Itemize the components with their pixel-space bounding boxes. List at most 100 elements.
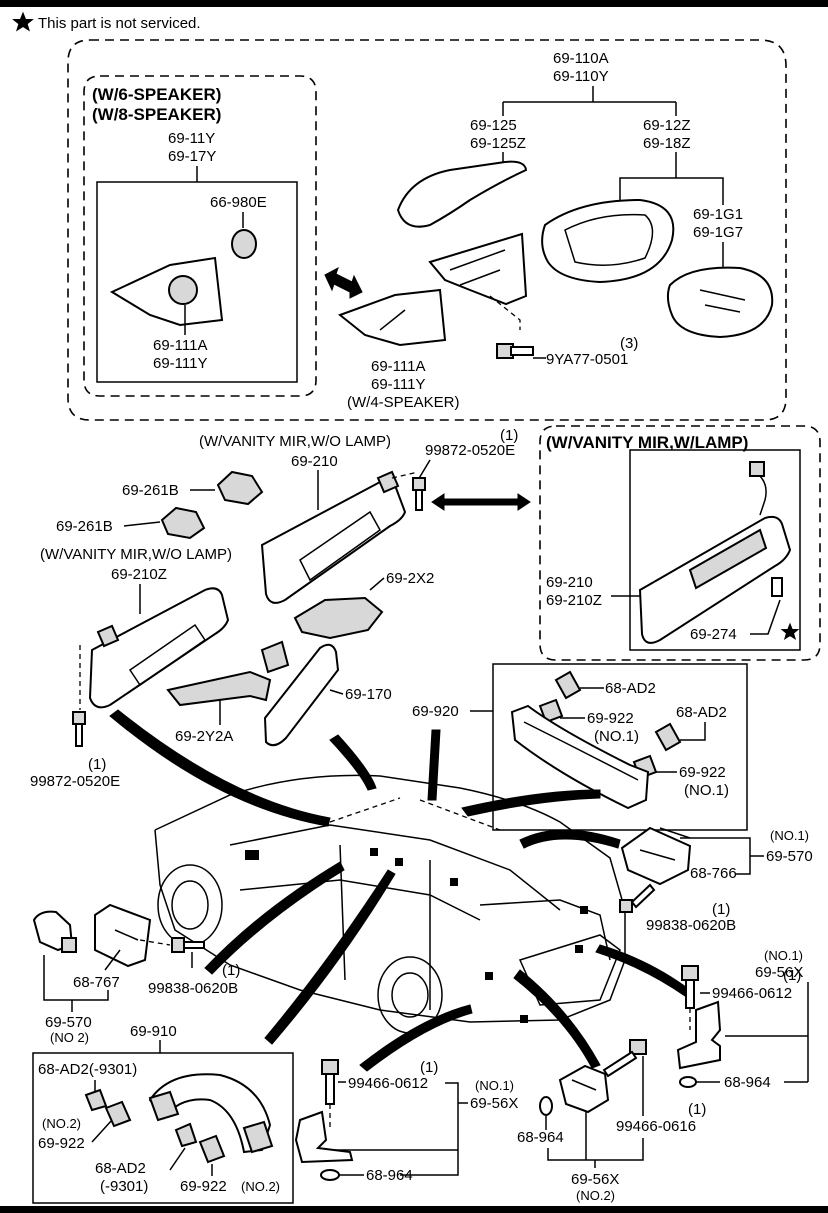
label-visor-c: 69-210 [546, 574, 593, 591]
leader-grip2 [264, 869, 396, 1045]
garnish-4spk [337, 288, 447, 347]
leader-grip-a [427, 729, 441, 801]
label-speaker-variant-6: (W/6-SPEAKER) [92, 85, 221, 104]
garnish-6spk [109, 256, 224, 327]
top-border [0, 0, 828, 7]
label-mount-cover: 69-2X2 [386, 570, 434, 587]
leader-grip-assy [461, 789, 601, 817]
rearview-mirror [263, 643, 340, 747]
screw-b-shank [75, 723, 83, 747]
label-speaker-variant-4: (W/4-SPEAKER) [347, 394, 460, 411]
bracket-b [294, 1110, 354, 1164]
bracket-a [676, 1000, 722, 1070]
leader-rearview [329, 734, 377, 791]
label-screw-qty-b: (1) [88, 756, 106, 773]
label-holder-b: 69-261B [56, 518, 113, 535]
label-inner-y: 69-111Y [153, 355, 208, 372]
bolt-a-head [681, 965, 699, 981]
rearview-mount [260, 640, 290, 674]
label-motor-a: 69-12Z [643, 117, 691, 134]
label-inner2-y: 69-111Y [371, 376, 426, 393]
label-grip2: 69-910 [130, 1023, 177, 1040]
label-screw-qty-d: (1) [222, 962, 240, 979]
label-glass-b: 69-1G7 [693, 224, 743, 241]
screw-c-shank [630, 883, 656, 909]
room-lamp-section: (NO.1) 69-570 68-766 (1) 99838-0620B [619, 826, 813, 934]
label-screw-c: 99838-0620B [646, 917, 736, 934]
lamp2-lens [94, 903, 152, 968]
sunvisor-a [260, 479, 407, 604]
label-glass-a: 69-1G1 [693, 206, 743, 223]
screw-b-head [72, 711, 86, 725]
label-bolt-qty-a: (1) [783, 967, 801, 984]
label-visor-cz: 69-210Z [546, 592, 602, 609]
label-cap-b: 69-922 [679, 764, 726, 781]
vanity-lamp-box [629, 449, 801, 651]
label-cap-d: 69-922 [180, 1178, 227, 1195]
label-clip-b: 68-AD2 [676, 704, 727, 721]
grip-assy-box [492, 663, 748, 831]
label-visor-variant-b: (W/VANITY MIR,W/O LAMP) [40, 546, 232, 563]
grip-assy-section: 69-920 68-AD2 69-922 (NO.1) 68-AD2 69-92… [412, 670, 729, 810]
label-bolt-qty-c: (1) [688, 1101, 706, 1118]
label-mirror-assy-y: 69-110Y [553, 68, 609, 85]
bottom-border [0, 1206, 828, 1213]
label-bolt-b: 99466-0612 [348, 1075, 428, 1092]
label-lamp: 68-766 [690, 865, 737, 882]
door-mirror-frame [67, 39, 787, 421]
leader-visor-z [109, 709, 331, 827]
label-cap-d-note: (NO.2) [241, 1179, 280, 1194]
grip2-end-a [148, 1090, 180, 1122]
star-icon [12, 11, 34, 32]
label-bolt-qty-b: (1) [420, 1059, 438, 1076]
exchange-arrow-a [324, 266, 363, 299]
hook2-clip [61, 937, 77, 953]
mirror-base [428, 232, 528, 306]
label-bulb: 69-274 [690, 626, 737, 643]
label-motor-b: 69-18Z [643, 135, 691, 152]
label-holder-a: 69-261B [122, 482, 179, 499]
lamp2-section: 68-767 99838-0620B (1) 69-570 (NO 2) [32, 903, 240, 1045]
not-serviced-star-icon [780, 622, 800, 640]
label-washer-c: 68-964 [517, 1129, 564, 1146]
mirror-glass [666, 266, 774, 339]
label-clip-d: 68-AD2 [95, 1160, 146, 1177]
label-visor-variant-c: (W/VANITY MIR,W/LAMP) [546, 433, 748, 452]
label-speaker-variant-8: (W/8-SPEAKER) [92, 105, 221, 124]
bulb [771, 577, 783, 597]
grip2-end-b [242, 1120, 274, 1154]
leader-bracket-a [595, 944, 691, 997]
garnish-tweeter-hole [168, 275, 198, 305]
label-hook2: 69-570 [45, 1014, 92, 1031]
car-roof [154, 774, 626, 911]
screw-a-head [412, 477, 426, 491]
label-washer-a: 68-964 [724, 1074, 771, 1091]
bracket-b-section: (1) 99466-0612 (NO.1) 69-56X 68-964 [294, 1059, 518, 1184]
cap-c [104, 1100, 132, 1128]
label-cap-c-note: (NO.2) [42, 1116, 81, 1131]
leader-lamp2 [204, 861, 345, 975]
label-mirror-assy-a: 69-110A [553, 50, 609, 67]
cap-d [198, 1134, 226, 1164]
label-garnish-a: 69-11Y [168, 130, 215, 147]
label-washer-b: 68-964 [366, 1167, 413, 1184]
sunvisor-lamp [638, 515, 792, 644]
label-bracket-note-c: (NO.2) [576, 1188, 615, 1203]
screw-c-head [619, 899, 633, 913]
tweeter-speaker [231, 229, 257, 259]
mirror-housing [541, 198, 675, 284]
washer-b [320, 1169, 340, 1181]
assist-grip-a [510, 704, 650, 810]
label-cover-a: 69-125 [470, 117, 517, 134]
bolt-c-shank [602, 1050, 638, 1078]
bracket-c-section: 68-964 (1) 99466-0616 69-56X (NO.2) [517, 1039, 706, 1203]
label-bolt-c: 99466-0616 [616, 1118, 696, 1135]
lamp-lens [620, 826, 692, 886]
mirror-mount-cover [293, 596, 384, 640]
label-cover-z: 69-125Z [470, 135, 526, 152]
sunvisor-section: (W/VANITY MIR,W/O LAMP) 69-210 (1) 99872… [30, 427, 800, 790]
visor-z-hinge [96, 624, 120, 648]
label-hook: 69-570 [766, 848, 813, 865]
label-clip-d-note: (-9301) [100, 1178, 148, 1195]
